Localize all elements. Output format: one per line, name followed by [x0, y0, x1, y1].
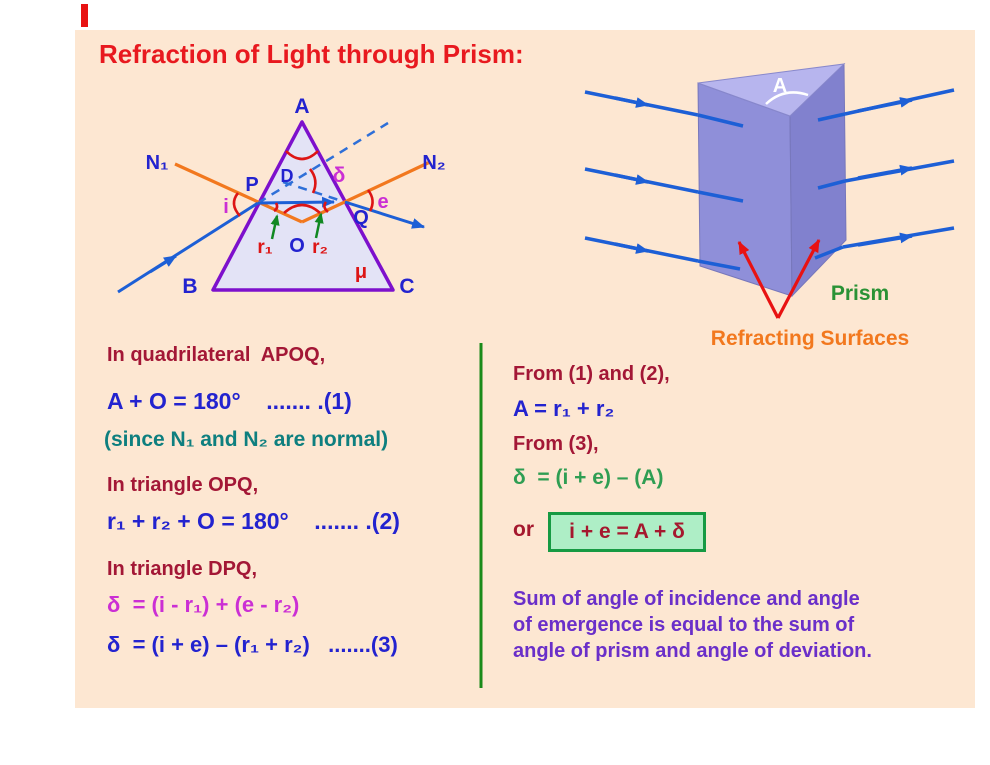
parallel-rays-left	[584, 90, 699, 263]
vertex-c-label: C	[399, 275, 414, 298]
apex-angle-arc	[765, 91, 809, 105]
emergent-ray	[344, 200, 426, 229]
prism-caption: Prism	[831, 282, 889, 305]
angle-delta-arc	[308, 168, 317, 194]
heading-triangle-opq: In triangle OPQ,	[107, 474, 259, 496]
angle-a-arc	[285, 150, 319, 161]
summary-line-2: of emergence is equal to the sum of	[513, 614, 855, 636]
or-label: or	[513, 518, 534, 541]
r2-pointer-arrow	[314, 212, 324, 239]
heading-triangle-dpq: In triangle DPQ,	[107, 558, 258, 580]
mu-label: μ	[355, 261, 367, 283]
point-o-label: O	[289, 235, 305, 257]
note-normals: (since N₁ and N₂ are normal)	[104, 428, 389, 451]
equation-delta: δ = (i + e) – (A)	[513, 466, 664, 489]
vertex-b-label: B	[182, 275, 197, 298]
angle-e-label: e	[377, 191, 388, 213]
equation-3: δ = (i + e) – (r₁ + r₂) .......(3)	[107, 632, 398, 657]
refracting-surface-arrows	[737, 239, 821, 319]
angle-delta-label: δ	[333, 164, 346, 187]
angle-arcs	[232, 150, 374, 217]
page-title: Refraction of Light through Prism:	[99, 39, 524, 69]
normal-n1-line	[174, 162, 303, 224]
light-ray	[117, 196, 426, 294]
equation-1: A + O = 180° ....... .(1)	[107, 388, 352, 414]
equation-delta-expanded: δ = (i - r₁) + (e - r₂)	[107, 592, 300, 617]
prism3d-top-face	[697, 63, 846, 117]
normal-lines	[174, 160, 431, 224]
prism-3d-illustration: A Prism Refractin	[584, 62, 955, 350]
incident-ray	[117, 201, 259, 294]
red-corner-mark	[81, 4, 88, 27]
summary-line-1: Sum of angle of incidence and angle	[513, 588, 860, 610]
angle-i-arc	[232, 192, 241, 217]
vertex-a-label: A	[294, 95, 309, 118]
angle-r2-label: r₂	[312, 237, 328, 258]
apex-angle-label: A	[773, 75, 787, 97]
angle-r1-label: r₁	[257, 237, 272, 258]
r1-pointer-arrow	[270, 214, 280, 240]
r-angle-pointer-arrows	[270, 212, 324, 240]
prism-2d-diagram: A B C P Q O D N₁ N₂ i e δ r₁ r₂ μ	[117, 95, 446, 298]
normal-n1-label: N₁	[146, 152, 169, 174]
point-p-label: P	[245, 174, 258, 196]
angle-i-label: i	[223, 196, 229, 218]
heading-quadrilateral: In quadrilateral APOQ,	[107, 344, 326, 366]
heading-from-1-2: From (1) and (2),	[513, 363, 670, 385]
point-q-label: Q	[353, 207, 369, 229]
angle-r2-arc	[323, 201, 329, 213]
angle-e-arc	[366, 189, 374, 212]
normal-n2-label: N₂	[422, 152, 445, 174]
equation-a: A = r₁ + r₂	[513, 396, 615, 421]
summary-line-3: angle of prism and angle of deviation.	[513, 640, 872, 662]
boxed-formula: i + e = A + δ	[548, 512, 706, 552]
parallel-rays-right	[697, 88, 955, 271]
refracting-surfaces-caption: Refracting Surfaces	[711, 327, 909, 350]
normal-n2-line	[301, 160, 431, 224]
refracted-ray	[257, 196, 336, 208]
heading-from-3: From (3),	[513, 433, 599, 455]
angle-r1-arc	[273, 202, 279, 213]
point-d-label: D	[281, 166, 294, 186]
angle-o-arc	[283, 203, 321, 214]
equation-2: r₁ + r₂ + O = 180° ....... .(2)	[107, 508, 400, 534]
